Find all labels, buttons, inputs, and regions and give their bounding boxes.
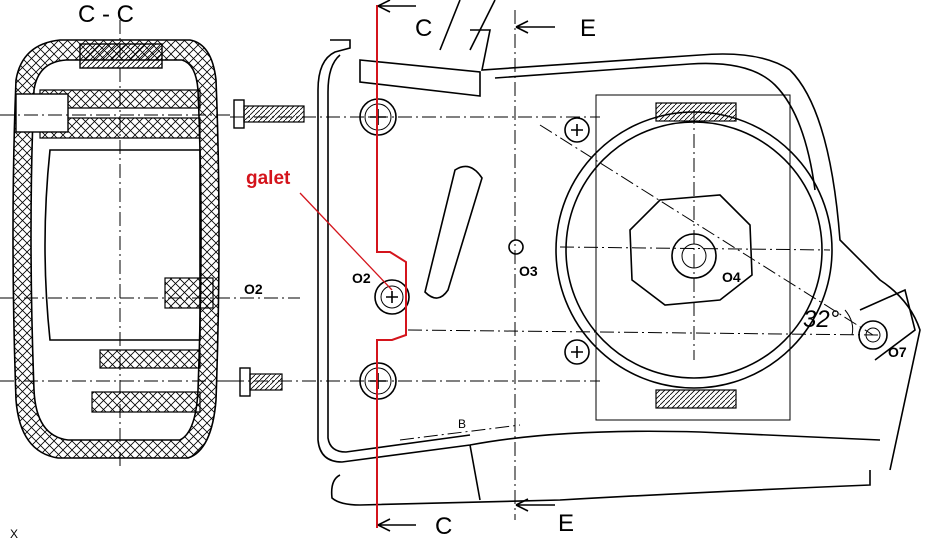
base-outline — [330, 470, 871, 506]
pivot-o3 — [508, 239, 524, 255]
coil-bottom — [655, 389, 737, 409]
cam-body — [629, 194, 753, 306]
label-o2: O2 — [352, 270, 371, 286]
label-angle: 32° — [803, 306, 840, 333]
housing-body-inner — [494, 62, 816, 191]
coil-top — [655, 102, 737, 122]
label-c-top: C — [415, 15, 432, 42]
label-e-bottom: E — [558, 510, 574, 537]
label-c-bottom: C — [435, 513, 452, 540]
housing-plate-inner — [327, 54, 471, 453]
screw-head-spool-top — [564, 117, 590, 143]
screw-head-spool-bottom — [564, 339, 590, 365]
screw-lower — [239, 367, 283, 397]
label-b: B — [458, 417, 466, 431]
centerline-o7 — [407, 329, 881, 336]
arrow-e-bottom — [515, 498, 555, 512]
screw-upper — [233, 99, 305, 129]
corner-mark: X — [10, 527, 18, 541]
section-cc-title: C - C — [78, 1, 134, 28]
tension-arm — [859, 288, 916, 361]
main-view: C C E E galet O2 O3 O4 O7 B 32° X — [10, 0, 921, 541]
label-e-top: E — [580, 15, 596, 42]
spool-frame — [595, 94, 791, 421]
label-galet: galet — [246, 168, 291, 189]
section-cc-lower-rib-2 — [91, 391, 201, 413]
section-cc-left-pocket — [15, 93, 69, 133]
galet-leader — [299, 192, 393, 291]
housing-body-outline — [470, 29, 921, 471]
label-o4: O4 — [722, 269, 741, 285]
section-cc-lower-rib — [99, 349, 201, 369]
section-cc-label-o2: O2 — [244, 281, 263, 297]
guide-slot — [424, 165, 483, 299]
section-cc-top-boss — [79, 43, 163, 69]
base-divider — [469, 444, 481, 501]
centerline-b — [399, 424, 521, 441]
angle-arc — [844, 309, 854, 336]
centerline-diag — [539, 124, 874, 336]
galet-roller — [374, 279, 410, 315]
arrow-c-bottom — [377, 518, 416, 532]
arrow-c-top — [377, 0, 416, 13]
section-cc-cavity — [44, 149, 201, 341]
section-line-cc — [376, 5, 407, 528]
centerline-o3-o4 — [559, 246, 831, 251]
label-o3: O3 — [519, 263, 538, 279]
section-cc-view: C - C O2 — [0, 1, 305, 470]
section-cc-mid-boss — [164, 277, 214, 309]
housing-plate-outline — [317, 39, 881, 463]
label-o7: O7 — [888, 344, 907, 360]
top-lever — [439, 0, 496, 51]
top-bracket — [359, 59, 481, 97]
arrow-e-top — [515, 20, 555, 34]
